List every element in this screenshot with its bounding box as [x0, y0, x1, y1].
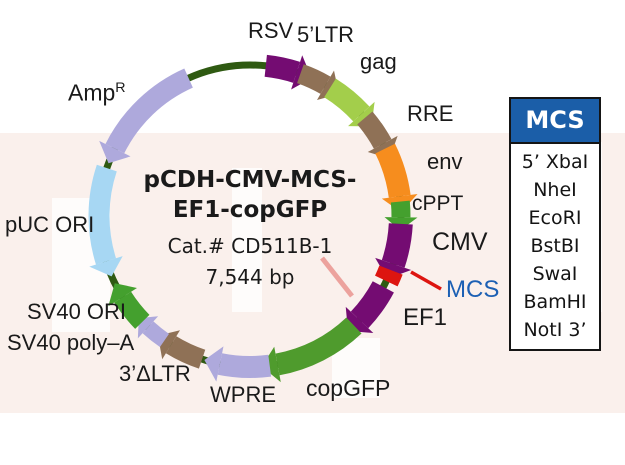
- mcs-site: BamHI: [523, 291, 587, 313]
- mcs-site-list: 5’ XbaI NheI EcoRI BstBI SwaI BamHI NotI 3’: [511, 144, 599, 349]
- copgfp-segment: [261, 317, 362, 383]
- mcs-site-segment: [374, 265, 403, 287]
- mcs-table: MCS 5’ XbaI NheI EcoRI BstBI SwaI BamHI NotI 3…: [509, 97, 601, 351]
- label-env: env: [427, 149, 463, 174]
- mcs-site: SwaI: [532, 263, 578, 285]
- cppt-segment: [384, 200, 418, 231]
- mcs-site: NotI 3’: [523, 319, 587, 341]
- label-ef1: EF1: [403, 304, 448, 331]
- label-cmv: CMV: [432, 228, 488, 256]
- mcs-callout-line: [410, 270, 442, 291]
- wpre-segment: [204, 346, 272, 382]
- plasmid-size: 7,544 bp: [205, 265, 295, 289]
- plasmid-name-line2: EF1-copGFP: [172, 197, 328, 223]
- sv40-polya-segment: [137, 316, 170, 348]
- label-sv40-ori: SV40 ORI: [27, 299, 127, 324]
- label-ampr: AmpR: [68, 79, 126, 106]
- label-wpre: WPRE: [210, 382, 276, 407]
- label-mcs: MCS: [446, 276, 500, 303]
- label-three-dltr: 3’ΔLTR: [119, 361, 191, 386]
- label-cppt: cPPT: [412, 192, 464, 215]
- label-sv40-polya: SV40 poly–A: [7, 330, 135, 355]
- puc-ori-segment: [88, 164, 123, 277]
- plasmid-name-line1: pCDH-CMV-MCS-: [143, 167, 357, 193]
- label-rre: RRE: [407, 101, 454, 126]
- cmv-segment: [375, 222, 413, 279]
- mcs-site: NheI: [533, 179, 577, 201]
- label-gag: gag: [360, 49, 397, 74]
- label-copgfp: copGFP: [306, 375, 391, 401]
- mcs-site: EcoRI: [528, 207, 582, 229]
- mcs-table-title: MCS: [511, 99, 599, 144]
- mcs-site: 5’ XbaI: [521, 151, 589, 173]
- ampr-segment: [99, 68, 194, 164]
- sv40-ori-segment: [108, 283, 150, 329]
- label-puc-ori: pUC ORI: [5, 212, 95, 237]
- label-five-ltr: 5’LTR: [297, 22, 355, 47]
- plasmid-center-text: pCDH-CMV-MCS- EF1-copGFP Cat.# CD511B-1 …: [144, 165, 357, 293]
- label-rsv: RSV: [248, 18, 294, 43]
- catalog-number: Cat.# CD511B-1: [167, 234, 333, 258]
- mcs-site: BstBI: [530, 235, 580, 257]
